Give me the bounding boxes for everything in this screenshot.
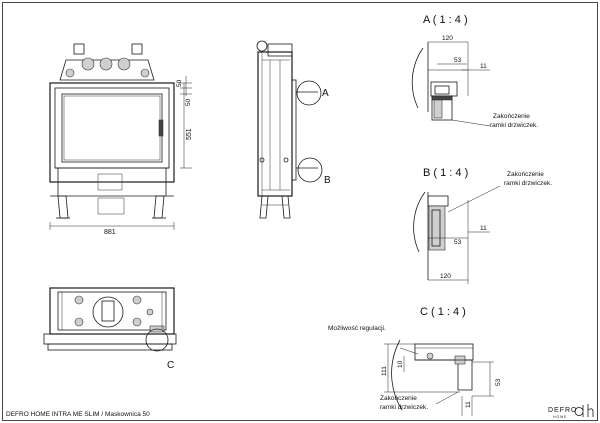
detail-b-note-1: Zakończenie [507,171,544,178]
front-height-dim: 551 [186,128,193,140]
front-width-dim: 881 [104,229,116,236]
logo-text: DEFRO [548,407,578,414]
detail-c-note-2: ramki drzwiczek. [380,404,428,411]
detail-c-dim-53: 53 [495,378,502,386]
defro-logo: DEFRO HOME [548,404,594,419]
detail-c-dim-11: 11 [465,401,472,408]
front-top-dim-1: 50 [176,79,183,87]
detail-c-title: C ( 1 : 4 ) [420,306,466,318]
marker-a: A [322,88,329,99]
detail-a-dim-120: 120 [442,35,453,42]
detail-b-dim-120: 120 [440,273,451,280]
detail-b-dim-11: 11 [480,225,487,232]
detail-c [384,339,494,416]
top-view [43,287,177,352]
side-view [256,40,323,219]
detail-a-dim-53: 53 [454,57,462,64]
detail-a-title: A ( 1 : 4 ) [423,14,468,26]
detail-a-dim-11: 11 [480,63,487,70]
detail-b [413,185,501,284]
detail-a-note-2: ramki drzwiczek. [490,122,538,129]
detail-b-dim-53: 53 [454,239,462,246]
footer-caption: DEFRO HOME INTRA ME SLIM / Maskownica 50 [6,411,150,418]
marker-c: C [167,360,174,371]
detail-a-note-1: Zakończenie [493,113,530,120]
detail-c-dim-111: 111 [381,366,388,376]
detail-b-title: B ( 1 : 4 ) [423,167,468,179]
marker-b: B [324,175,331,186]
front-top-dim-2: 50 [185,98,192,106]
detail-c-dim-10: 10 [397,360,404,368]
detail-a [411,41,491,127]
detail-b-note-2: ramki drzwiczek. [504,180,552,187]
detail-c-adjust-note: Możliwość regulacji. [328,325,386,332]
front-view [49,43,192,230]
logo-mark [574,405,584,417]
logo-subtext: HOME [553,415,568,419]
detail-c-note-1: Zakończenie [380,395,417,402]
